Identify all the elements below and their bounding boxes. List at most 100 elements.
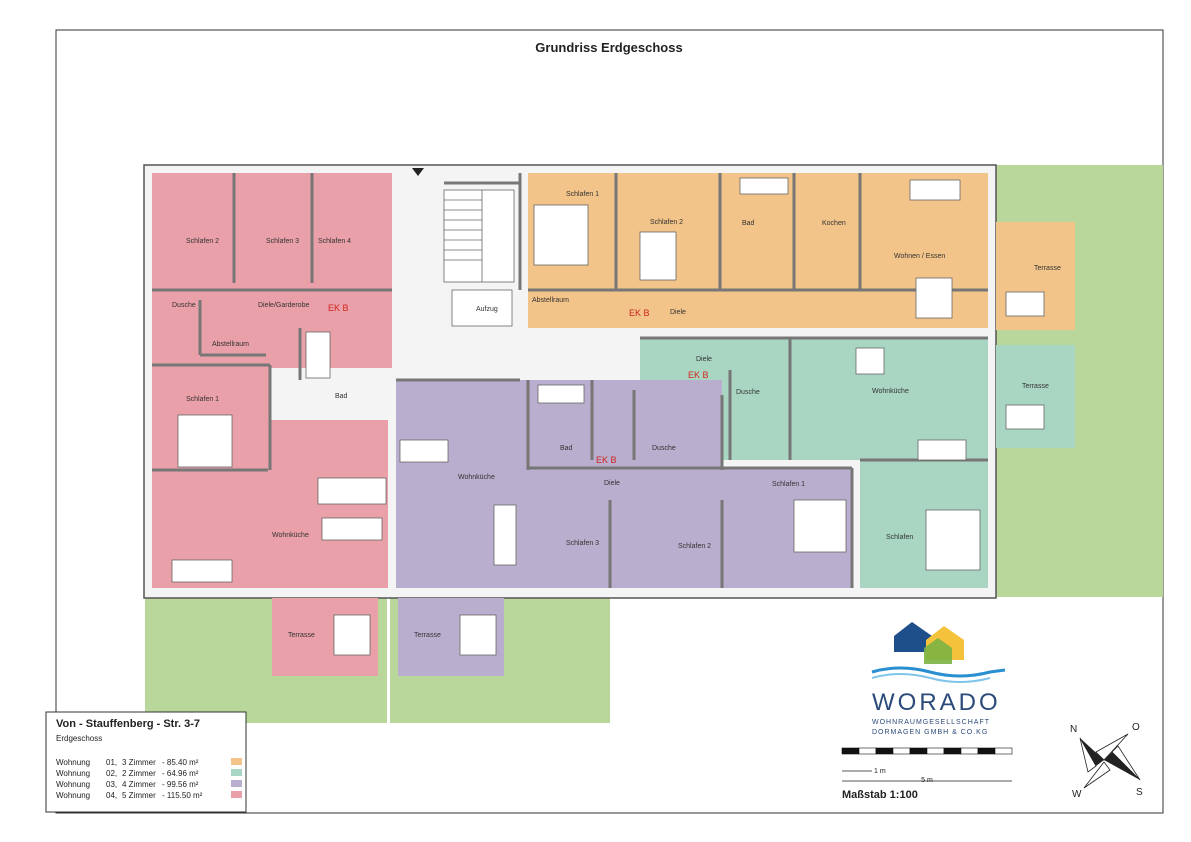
dining-table-d xyxy=(399,439,449,463)
scale-segment xyxy=(875,747,894,755)
room-terrasse-b: Terrasse xyxy=(1034,265,1061,272)
dining-table-a xyxy=(321,517,383,541)
room-bad-b: Bad xyxy=(742,220,755,227)
room-wohnkueche-c: Wohnküche xyxy=(872,388,909,395)
unit-04-hall-bath xyxy=(152,283,392,368)
scale-segments xyxy=(841,747,1013,755)
bathtub-a xyxy=(305,331,331,379)
bed-schlafen1-d xyxy=(793,499,847,553)
bed-schlafen2-b xyxy=(639,231,677,281)
room-diele-c: Diele xyxy=(696,356,712,363)
legend-row-area: - 115.50 m² xyxy=(162,791,203,800)
room-schlafen1-a: Schlafen 1 xyxy=(186,396,219,403)
legend-box: Von - Stauffenberg - Str. 3-7 Erdgeschos… xyxy=(45,711,247,813)
ekb-mark-b: EK B xyxy=(629,308,650,318)
room-bad-a: Bad xyxy=(335,393,348,400)
logo-name: WORADO xyxy=(872,689,1001,716)
legend-swatch xyxy=(231,780,242,787)
room-schlafen3-d: Schlafen 3 xyxy=(566,540,599,547)
staircase xyxy=(443,189,515,327)
logo-line2: DORMAGEN GMBH & CO.KG xyxy=(872,729,988,736)
unit-01-hall xyxy=(528,290,988,328)
room-abstellraum-a: Abstellraum xyxy=(212,341,249,348)
compass-n: N xyxy=(1070,724,1077,735)
scale-bar: 1 m 5 m Maßstab 1:100 xyxy=(841,747,1013,801)
room-diele-d: Diele xyxy=(604,480,620,487)
room-terrasse-c: Terrasse xyxy=(1022,383,1049,390)
room-wohnkueche-a: Wohnküche xyxy=(272,532,309,539)
legend-frame xyxy=(45,711,247,813)
room-schlafen-c: Schlafen xyxy=(886,534,913,541)
scale-segment xyxy=(841,747,860,755)
ekb-mark-d: EK B xyxy=(596,455,617,465)
terrace-table-b xyxy=(1005,291,1045,317)
room-aufzug: Aufzug xyxy=(476,306,498,313)
sofa-a xyxy=(171,559,233,583)
worado-logo: WORADO WOHNRAUMGESELLSCHAFT DORMAGEN GMB… xyxy=(871,622,1006,736)
terrace-table-d xyxy=(459,614,497,656)
plan-title: Grundriss Erdgeschoss xyxy=(535,40,682,55)
legend-row-number: 01, xyxy=(106,758,117,767)
legend-row-label: Wohnung xyxy=(56,780,90,789)
kitchen-island-a xyxy=(317,477,387,505)
room-schlafen2-a: Schlafen 2 xyxy=(186,238,219,245)
interior-walls xyxy=(152,173,988,588)
sofa-b xyxy=(909,179,961,201)
bed-schlafen1-b xyxy=(533,204,589,266)
room-diele-b: Diele xyxy=(670,309,686,316)
unit-04-kitchen xyxy=(268,420,388,470)
sofa-c xyxy=(917,439,967,461)
scale-5m-label: 5 m xyxy=(921,777,933,784)
scale-segment xyxy=(994,747,1013,755)
legend-row-label: Wohnung xyxy=(56,769,90,778)
scale-label: Maßstab 1:100 xyxy=(842,789,918,801)
room-labels: Schlafen 2 Schlafen 3 Schlafen 4 Diele/G… xyxy=(172,191,1061,639)
room-dusche-c: Dusche xyxy=(736,389,760,396)
room-schlafen1-b: Schlafen 1 xyxy=(566,191,599,198)
room-abstellraum-b: Abstellraum xyxy=(532,297,569,304)
room-bad-d: Bad xyxy=(560,445,573,452)
room-schlafen1-d: Schlafen 1 xyxy=(772,481,805,488)
legend-row-rooms: 3 Zimmer xyxy=(122,758,156,767)
room-schlafen2-d: Schlafen 2 xyxy=(678,543,711,550)
room-schlafen3-a: Schlafen 3 xyxy=(266,238,299,245)
entrance-arrow-icon xyxy=(412,168,424,176)
legend-row-area: - 99.56 m² xyxy=(162,780,199,789)
dining-table-b xyxy=(915,277,953,319)
legend-row-label: Wohnung xyxy=(56,758,90,767)
scale-segment xyxy=(926,747,945,755)
bathtub-b xyxy=(739,177,789,195)
room-dusche-d: Dusche xyxy=(652,445,676,452)
room-wohnkueche-d: Wohnküche xyxy=(458,474,495,481)
logo-wave xyxy=(871,666,1006,678)
legend-rows: Wohnung 01, 3 Zimmer - 85.40 m² Wohnung 02, 2 … xyxy=(56,758,242,800)
logo-house-green xyxy=(924,638,952,664)
dining-table-c xyxy=(855,347,885,375)
room-schlafen4-a: Schlafen 4 xyxy=(318,238,351,245)
furniture xyxy=(171,177,1045,656)
legend-row-number: 02, xyxy=(106,769,117,778)
unit-02-terrace xyxy=(996,345,1075,448)
legend-row-rooms: 5 Zimmer xyxy=(122,791,156,800)
room-wohnen-essen: Wohnen / Essen xyxy=(894,253,945,260)
legend-swatch xyxy=(231,769,242,776)
legend-row-number: 03, xyxy=(106,780,117,789)
logo-house-blue xyxy=(894,622,932,652)
compass-rose-icon: N O S W xyxy=(1070,722,1143,800)
legend-swatch xyxy=(231,758,242,765)
ekb-marks: EK B EK B EK B EK B xyxy=(328,303,709,465)
scale-1m-label: 1 m xyxy=(874,768,886,775)
scale-segment xyxy=(943,747,962,755)
scale-segment xyxy=(960,747,979,755)
logo-wave-light xyxy=(871,673,991,683)
scale-segment xyxy=(858,747,877,755)
scale-segment xyxy=(892,747,911,755)
terrace-table-c xyxy=(1005,404,1045,430)
legend-row-rooms: 2 Zimmer xyxy=(122,769,156,778)
ekb-mark-a: EK B xyxy=(328,303,349,313)
legend-row-area: - 85.40 m² xyxy=(162,758,199,767)
ekb-mark-c: EK B xyxy=(688,370,709,380)
